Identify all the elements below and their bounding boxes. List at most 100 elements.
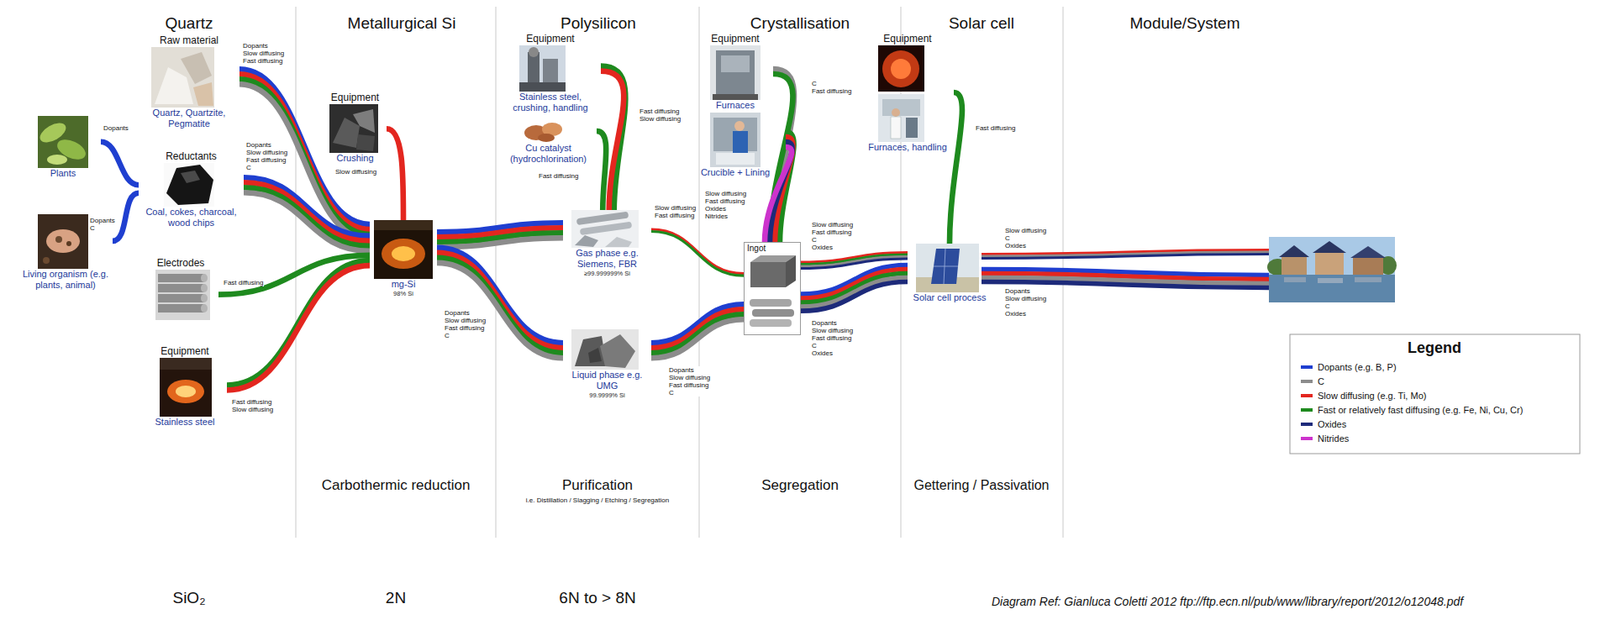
module-system-photo <box>1354 277 1382 283</box>
label-line: Dopants <box>1005 287 1047 295</box>
plants-photo <box>47 154 68 165</box>
solar-cell-photo <box>915 243 979 293</box>
steel-furnace-photo <box>175 385 196 398</box>
label-line: Fast diffusing <box>811 334 853 343</box>
cell-furnace-photo <box>878 45 925 92</box>
process-step: Purification <box>562 477 633 495</box>
umg-silicon-photo <box>571 329 639 370</box>
ingot-photo <box>750 262 786 288</box>
node-caption: Stainless steel <box>142 416 227 428</box>
node-caption: ≥99.999999% Si <box>563 269 652 279</box>
label-line: C <box>668 389 711 397</box>
label-line: Fast diffusing <box>811 87 852 95</box>
coal-photo <box>163 163 215 207</box>
flow-ribbon <box>218 255 370 295</box>
flow-label: Fast diffusing Slow diffusing <box>231 398 274 414</box>
legend-text: Slow diffusing (e.g. Ti, Mo) <box>1317 389 1427 402</box>
legend-text: Nitrides <box>1317 432 1349 445</box>
ingot-photo <box>743 242 801 336</box>
plant-equipment-photo <box>519 82 566 92</box>
mg-si-photo <box>373 220 433 231</box>
organism-photo <box>55 236 63 243</box>
electrodes-photo <box>200 294 208 303</box>
node-caption: Furnaces <box>697 100 774 111</box>
process-box: Liquid phase e.g. UMG99.9999% Si <box>563 329 652 400</box>
coal-photo <box>180 170 200 184</box>
polysilicon-rods-photo <box>571 210 639 248</box>
column-header: Solar cell <box>948 13 1015 33</box>
organism-photo <box>46 229 80 253</box>
label-line: Slow diffusing <box>811 221 853 229</box>
flow-label: Fast diffusing <box>537 172 579 180</box>
plant-equipment-photo <box>528 47 539 58</box>
node-heading: Equipment <box>323 90 387 105</box>
label-line: Slow diffusing <box>335 168 377 176</box>
ingot-box: Ingot <box>743 242 801 336</box>
process-box: EquipmentFurnaces <box>697 31 774 111</box>
legend-text: Oxides <box>1317 418 1347 431</box>
node-caption: Living organism (e.g. plants, animal) <box>18 268 113 291</box>
flow-ribbon <box>651 304 744 358</box>
label-line: C <box>1005 302 1047 311</box>
mg-si-photo <box>373 220 433 279</box>
flow-label: Dopants Slow diffusing Fast diffusing <box>242 42 285 65</box>
flow-ribbon <box>800 265 908 312</box>
cell-lab-photo <box>905 117 918 138</box>
flow-ribbon <box>596 131 606 211</box>
flow-label: Dopants Slow diffusing Fast diffusing C … <box>810 319 854 358</box>
process-box: Gas phase e.g. Siemens, FBR≥99.999999% S… <box>563 210 652 279</box>
label-line: C <box>444 331 486 340</box>
label-line: Dopants <box>811 319 853 327</box>
node-caption: mg-Si <box>369 278 437 290</box>
ingot-photo <box>785 255 796 288</box>
node-caption: Stainless steel, crushing, handling <box>500 91 601 114</box>
solar-cell-photo <box>933 266 958 268</box>
cell-lab-photo <box>882 99 921 116</box>
node-heading: Reductants <box>138 149 244 164</box>
flow-ribbon <box>764 131 795 243</box>
module-system-photo <box>1312 241 1347 253</box>
label-line: Fast diffusing <box>538 172 579 180</box>
mg-si-photo <box>381 238 426 269</box>
ribbon-stripe <box>436 263 564 358</box>
label-line: Oxides <box>705 205 747 213</box>
flow-label: Dopants Slow diffusing Fast diffusing C <box>245 141 289 172</box>
label-line: Fast diffusing <box>705 197 747 206</box>
label-line: Dopants <box>242 42 285 50</box>
purity-label: 6N to > 8N <box>558 588 636 608</box>
node-heading: Equipment <box>142 344 227 358</box>
node-caption: Gas phase e.g. Siemens, FBR <box>563 247 652 270</box>
column-separator <box>495 6 497 538</box>
label-line: C <box>89 224 116 232</box>
process-box: ReductantsCoal, cokes, charcoal, wood ch… <box>138 149 244 229</box>
cell-lab-photo <box>878 94 925 143</box>
label-line: Oxides <box>1005 310 1047 318</box>
process-step: Segregation <box>761 477 839 495</box>
node-caption: Cu catalyst (hydrochlorination) <box>500 142 597 165</box>
label-line: Fast diffusing <box>246 156 288 164</box>
electrodes-photo <box>200 304 208 313</box>
module-system-photo <box>1317 278 1343 284</box>
crushing-photo <box>356 134 375 152</box>
column-separator <box>699 6 700 538</box>
furnace-photo <box>721 55 750 73</box>
flow-label: Slow diffusing <box>334 168 378 176</box>
legend-title: Legend <box>1407 338 1462 358</box>
electrodes-photo <box>157 304 205 313</box>
label-line: Dopants <box>668 366 711 374</box>
node-caption: Furnaces, handling <box>861 142 954 153</box>
coal-photo <box>163 163 215 207</box>
label-line: C <box>811 342 853 350</box>
mg-si-photo <box>373 220 433 279</box>
module-system-photo <box>1350 246 1386 258</box>
flow-label: Slow diffusing C Oxides <box>1004 226 1048 250</box>
ribbon-stripe <box>651 229 744 274</box>
label-line: Slow diffusing <box>246 148 288 157</box>
purity-label: 2N <box>385 588 406 608</box>
flow-ribbon <box>112 193 139 242</box>
electrodes-photo <box>157 273 205 283</box>
legend-swatch <box>1300 365 1313 369</box>
crucible-photo <box>715 152 755 165</box>
process-step: Carbothermic reduction <box>321 477 471 495</box>
